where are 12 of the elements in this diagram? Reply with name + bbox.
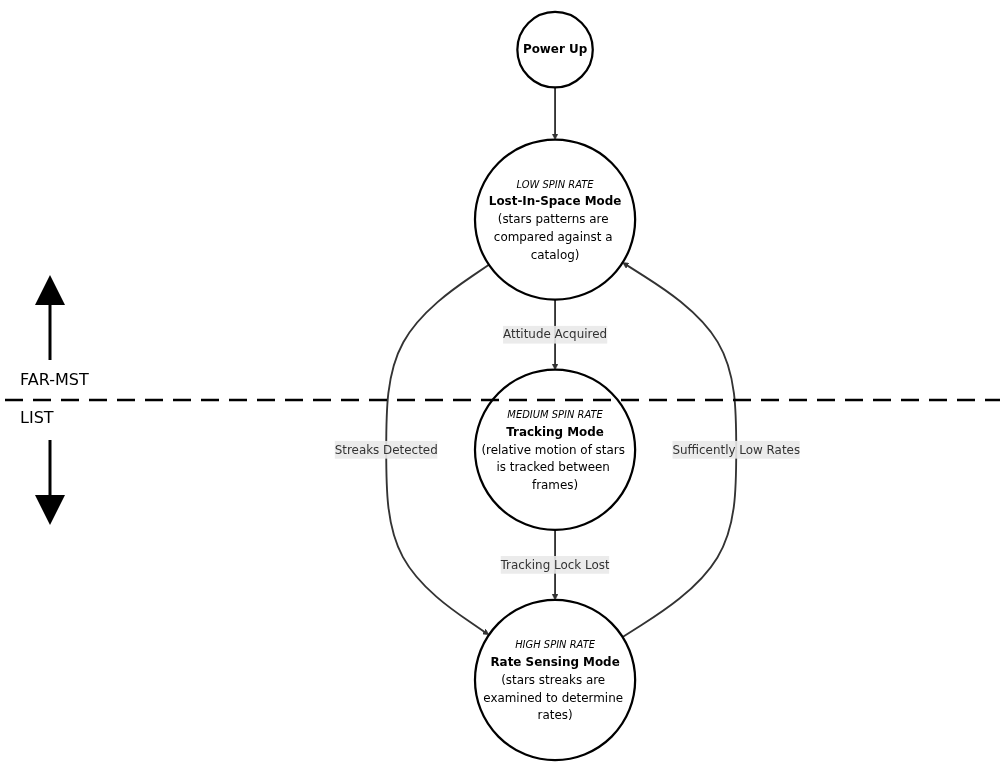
node-circle: Power Up: [516, 10, 594, 88]
arrow: [621, 261, 738, 638]
node-circle: HIGH SPIN RATE Rate Sensing Mode (stars streaks are examined to determine rates): [474, 598, 637, 761]
edge-label: Sufficently Low Rates: [672, 441, 801, 456]
edge-label: Streaks Detected: [334, 441, 438, 456]
region-label: LIST: [20, 408, 54, 427]
edge-label: Tracking Lock Lost: [500, 556, 610, 572]
arrow: [385, 263, 490, 635]
node-circle: MEDIUM SPIN RATE Tracking Mode (relative motion of stars is tracked between frames): [474, 368, 637, 531]
edge-label: Attitude Acquired: [503, 326, 608, 341]
node-circle: LOW SPIN RATE Lost-In-Space Mode (stars patterns are compared against a catalog): [474, 137, 637, 301]
region-label: FAR-MST: [20, 370, 89, 389]
